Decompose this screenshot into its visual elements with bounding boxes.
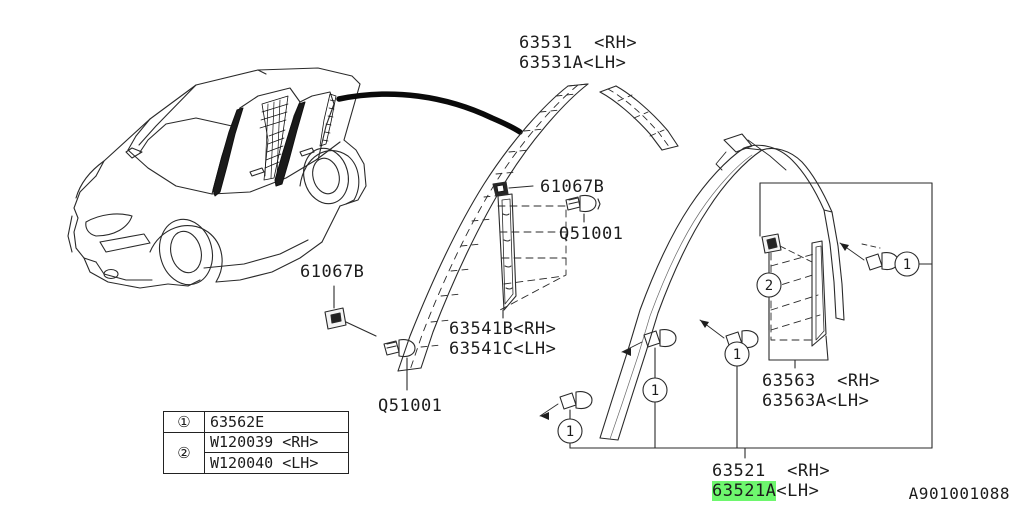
- callout-2-number: 2: [765, 278, 773, 294]
- part-label-63531: 63531 <RH>63531A<LH>: [519, 33, 637, 73]
- part-label-63541: 63541B<RH>63541C<LH>: [449, 319, 556, 359]
- legend-part-w120039: W120039 <RH>: [204, 431, 349, 454]
- part-label-63563-line2: 63563A<LH>: [762, 391, 870, 411]
- callout-1-c-circle: [642, 377, 668, 403]
- legend-row-1: ① 63562E: [163, 411, 349, 433]
- part-label-61067b-left-line1: 61067B: [300, 262, 365, 282]
- part-label-q51001-right-line1: Q51001: [559, 224, 624, 244]
- callout-1-c: 1: [642, 377, 668, 403]
- part-63541-shape: [492, 181, 601, 319]
- part-label-q51001-left: Q51001: [378, 396, 442, 416]
- part-label-63541-line2: 63541C<LH>: [449, 339, 557, 359]
- legend-row-2b: W120040 <LH>: [164, 452, 349, 474]
- callout-1-a: 1: [894, 251, 920, 277]
- callout-1-c-number: 1: [651, 383, 659, 399]
- callout-1-b: 1: [724, 341, 750, 367]
- part-label-63531-line2: 63531A<LH>: [519, 53, 627, 73]
- callout-1-b-number: 1: [733, 347, 741, 363]
- screw-q51001-left: [383, 339, 416, 391]
- legend-part-63562e: 63562E: [204, 411, 349, 433]
- callout-1-a-number: 1: [903, 257, 911, 273]
- part-number-suffix: <LH>: [776, 481, 820, 501]
- legend-row-2a: ② W120039 <RH>: [163, 431, 349, 475]
- part-63563-shape: [761, 233, 829, 369]
- callout-1-a-circle: [894, 251, 920, 277]
- part-label-63521-line2: 63521A<LH>: [712, 481, 830, 501]
- part-label-q51001-left-line1: Q51001: [378, 396, 443, 416]
- callout-2: 2: [756, 272, 782, 298]
- part-label-q51001-right: Q51001: [559, 224, 623, 244]
- callout-1-d-number: 1: [566, 424, 574, 440]
- callout-circle-group: 1 2 1 1 1: [557, 251, 920, 444]
- callout-1-b-circle: [724, 341, 750, 367]
- part-label-63563-line1: 63563 <RH>: [762, 371, 881, 391]
- highlighted-part-number: 63521A: [712, 481, 777, 501]
- drawing-number: A901001088: [908, 484, 1010, 503]
- callout-1-d-circle: [557, 418, 583, 444]
- part-label-63541-line1: 63541B<RH>: [449, 319, 557, 339]
- part-label-63521-line1: 63521 <RH>: [712, 461, 831, 481]
- part-label-61067b-right: 61067B: [540, 177, 604, 197]
- legend-symbol-1: ①: [163, 411, 205, 433]
- part-63531-upper-branch: [599, 85, 679, 151]
- vehicle-highlighted-seals: [212, 93, 353, 197]
- part-label-61067b-left: 61067B: [300, 262, 364, 282]
- callout-leaders: [569, 182, 933, 459]
- part-label-63521: 63521 <RH>63521A<LH>: [712, 461, 830, 501]
- part-63521-shape: [599, 144, 845, 441]
- part-label-63563: 63563 <RH>63563A<LH>: [762, 371, 880, 411]
- legend-symbol-2: ②: [163, 431, 205, 475]
- part-label-63531-line1: 63531 <RH>: [519, 33, 638, 53]
- screw-q51001-right: [565, 194, 601, 213]
- parts-legend-table: ① 63562E ② W120039 <RH> W120040 <LH>: [163, 411, 349, 475]
- legend-part-w120040: W120040 <LH>: [204, 452, 349, 474]
- part-label-61067b-right-line1: 61067B: [540, 177, 605, 197]
- callout-2-circle: [756, 272, 782, 298]
- callout-1-d: 1: [557, 418, 583, 444]
- part-61067b-left-clip: [324, 285, 377, 337]
- leader-roof-to-63531: [336, 91, 523, 135]
